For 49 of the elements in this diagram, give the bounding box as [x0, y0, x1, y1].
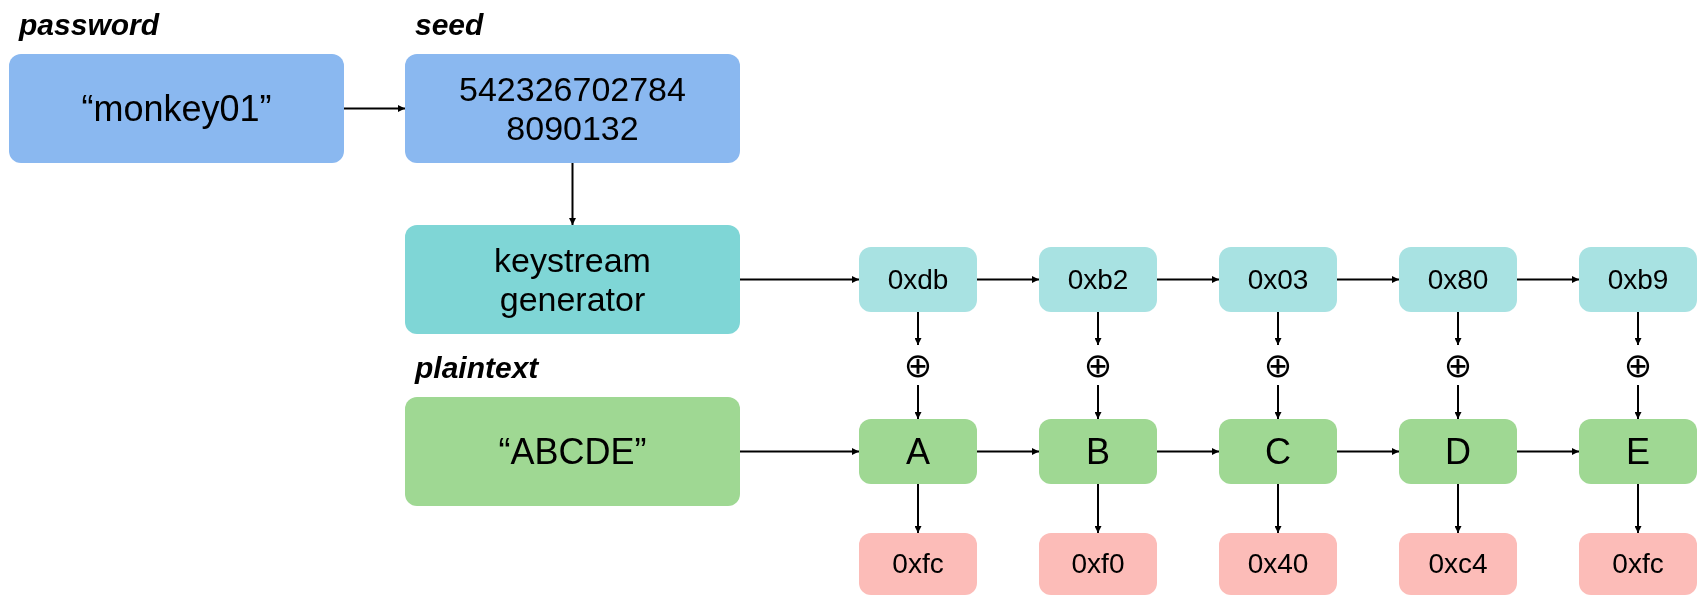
arrow: [1634, 311, 1642, 346]
arrow: [1634, 384, 1642, 420]
cipher-byte-box: 0xf0: [1039, 533, 1157, 595]
heading-label: seed: [415, 8, 484, 42]
arrow: [976, 276, 1040, 283]
letter-box: D: [1399, 419, 1517, 484]
letter-box: C: [1219, 419, 1337, 484]
arrow: [1274, 311, 1282, 346]
arrow: [1094, 483, 1102, 534]
key-byte-box: 0xb2: [1039, 247, 1157, 312]
arrow: [1336, 276, 1400, 283]
cipher-byte-box: 0xfc: [1579, 533, 1697, 595]
arrow: [1516, 448, 1580, 455]
key-byte-box: 0xdb: [859, 247, 977, 312]
generator-box: keystream generator: [405, 225, 740, 334]
arrow: [1094, 384, 1102, 420]
arrow: [914, 483, 922, 534]
arrow: [1274, 483, 1282, 534]
arrow: [1454, 483, 1462, 534]
arrow: [343, 105, 406, 112]
arrow: [1454, 384, 1462, 420]
letter-box: B: [1039, 419, 1157, 484]
arrow: [976, 448, 1040, 455]
heading-label: password: [19, 8, 160, 42]
arrow: [1094, 311, 1102, 346]
key-byte-box: 0x03: [1219, 247, 1337, 312]
cipher-byte-box: 0xfc: [859, 533, 977, 595]
seed-box: 542326702784 8090132: [405, 54, 740, 163]
arrow: [739, 276, 860, 283]
key-byte-box: 0x80: [1399, 247, 1517, 312]
letter-box: E: [1579, 419, 1697, 484]
arrow: [1274, 384, 1282, 420]
cipher-byte-box: 0x40: [1219, 533, 1337, 595]
arrow: [1336, 448, 1400, 455]
key-byte-box: 0xb9: [1579, 247, 1697, 312]
arrow: [739, 448, 860, 455]
arrow: [1634, 483, 1642, 534]
heading-label: plaintext: [415, 351, 539, 385]
cipher-byte-box: 0xc4: [1399, 533, 1517, 595]
arrow: [1156, 448, 1220, 455]
plaintext-box: “ABCDE”: [405, 397, 740, 506]
arrow: [1516, 276, 1580, 283]
arrow: [914, 311, 922, 346]
arrow: [1454, 311, 1462, 346]
letter-box: A: [859, 419, 977, 484]
arrow: [914, 384, 922, 420]
password-box: “monkey01”: [9, 54, 344, 163]
arrow: [1156, 276, 1220, 283]
arrow: [569, 162, 576, 226]
